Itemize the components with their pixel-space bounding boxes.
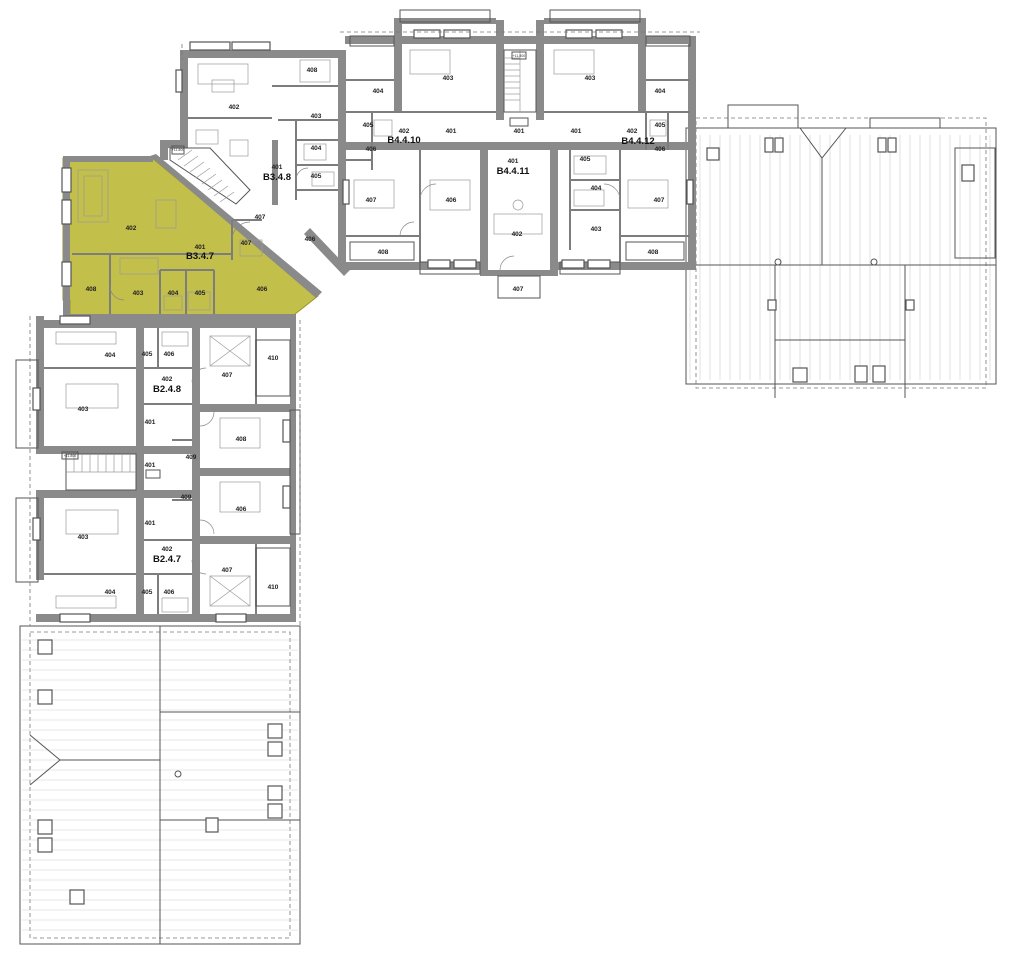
room-405-b4411: 405 <box>580 156 591 163</box>
unit-code-b4410[interactable]: B4.4.10 <box>387 135 420 146</box>
room-407-b4410: 407 <box>366 197 377 204</box>
room-405-b347: 405 <box>195 290 206 297</box>
room-401-core-w: 401 <box>145 462 156 469</box>
roof-south <box>19 625 301 945</box>
room-403-b248: 403 <box>78 406 89 413</box>
unit-code-b348[interactable]: B3.4.8 <box>263 172 291 183</box>
stairwell-northwest: +11.800 <box>169 145 251 205</box>
room-402-b4410: 402 <box>399 128 410 135</box>
room-406-b4412: 406 <box>655 146 666 153</box>
stair-elevation-w: +11.800 <box>64 454 77 458</box>
unit-code-b247[interactable]: B2.4.7 <box>153 554 181 565</box>
room-405-b348: 405 <box>311 173 322 180</box>
room-401-b348: 401 <box>272 164 283 171</box>
room-402-b347: 402 <box>126 225 137 232</box>
room-402-b4412: 402 <box>627 128 638 135</box>
room-408-b4412: 408 <box>648 249 659 256</box>
room-407-b4412: 407 <box>654 197 665 204</box>
roof-east <box>685 104 997 398</box>
room-408-b348: 408 <box>307 67 318 74</box>
stairwell-west: +11.800 <box>61 451 161 491</box>
room-405-b248: 405 <box>142 351 153 358</box>
unit-code-b347[interactable]: B3.4.7 <box>186 251 214 262</box>
stair-elevation-nw: +11.800 <box>172 148 185 152</box>
room-406-b347: 406 <box>257 286 268 293</box>
room-402-b247: 402 <box>162 546 173 553</box>
room-405-b4412: 405 <box>655 122 666 129</box>
unit-code-b4411[interactable]: B4.4.11 <box>497 166 530 177</box>
wing-northeast: +11.800 <box>342 9 696 299</box>
wing-west: +11.800 <box>15 315 301 623</box>
room-401-b4410: 401 <box>446 128 457 135</box>
room-408-b347: 408 <box>86 286 97 293</box>
room-401-core: 401 <box>514 128 525 135</box>
room-407-b348: 407 <box>255 214 266 221</box>
room-408-b248: 408 <box>236 436 247 443</box>
wing-northwest: +11.800 402 408 <box>61 41 350 321</box>
room-403-b4411: 403 <box>591 226 602 233</box>
room-403-b247: 403 <box>78 534 89 541</box>
room-408-b4410: 408 <box>378 249 389 256</box>
room-407-b347: 407 <box>241 240 252 247</box>
room-406-b247-bed: 406 <box>236 506 247 513</box>
room-405-b4410: 405 <box>363 122 374 129</box>
room-405-b247: 405 <box>142 589 153 596</box>
room-406-b348: 406 <box>305 236 316 243</box>
room-404-b4410-top: 404 <box>373 88 384 95</box>
room-404-b248: 404 <box>105 352 116 359</box>
room-406-b4410: 406 <box>366 146 377 153</box>
room-401-b347: 401 <box>195 244 206 251</box>
room-404-b247: 404 <box>105 589 116 596</box>
stairwell-northeast: +11.800 <box>503 49 537 127</box>
room-401-b248: 401 <box>145 419 156 426</box>
room-410-b247: 410 <box>268 584 279 591</box>
room-407-b248: 407 <box>222 372 233 379</box>
room-403-b4410: 403 <box>443 75 454 82</box>
room-409-b247: 409 <box>181 494 192 501</box>
room-401-b4411: 401 <box>508 158 519 165</box>
unit-code-b4412[interactable]: B4.4.12 <box>621 136 654 147</box>
room-406-b248: 406 <box>164 351 175 358</box>
room-407-b247: 407 <box>222 567 233 574</box>
room-402-b248: 402 <box>162 376 173 383</box>
room-402-b348: 402 <box>229 104 240 111</box>
room-404-b348: 404 <box>311 145 322 152</box>
room-406-b247: 406 <box>164 589 175 596</box>
room-404-b347: 404 <box>168 290 179 297</box>
room-410-b248: 410 <box>268 355 279 362</box>
room-401-b247: 401 <box>145 520 156 527</box>
room-407-b4411: 407 <box>513 286 524 293</box>
room-402-b4411: 402 <box>512 231 523 238</box>
room-406-b4410-bed: 406 <box>446 197 457 204</box>
room-401-b4412: 401 <box>571 128 582 135</box>
room-403-b4412: 403 <box>585 75 596 82</box>
room-403-b348: 403 <box>311 113 322 120</box>
unit-code-b248[interactable]: B2.4.8 <box>153 384 181 395</box>
stair-elevation-ne: +11.800 <box>513 54 526 58</box>
room-404-b4412-top: 404 <box>655 88 666 95</box>
room-409-b248: 409 <box>186 454 197 461</box>
room-404-b4411: 404 <box>591 185 602 192</box>
room-403-b347: 403 <box>133 290 144 297</box>
overhang-dashes <box>29 31 700 626</box>
